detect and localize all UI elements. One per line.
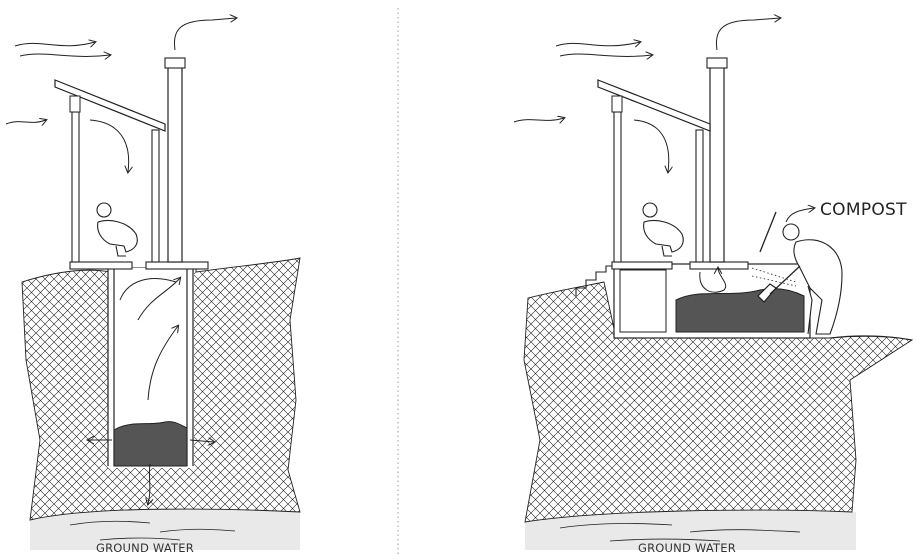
ground-water-label-left: GROUND WATER xyxy=(96,541,194,555)
user-figure-right xyxy=(643,203,683,256)
waste-left xyxy=(114,422,187,466)
waste-right xyxy=(676,289,804,332)
floor-slab-left-b xyxy=(146,262,208,269)
pit-latrine-panel xyxy=(6,18,300,550)
floor-slab-left-a xyxy=(70,262,132,269)
user-figure-left xyxy=(97,203,137,256)
composting-toilet-panel xyxy=(514,18,912,550)
compost-arrow xyxy=(786,208,814,222)
vent-pipe-right xyxy=(710,66,724,262)
vent-pipe-left xyxy=(168,66,182,262)
compost-label: COMPOST xyxy=(820,200,907,220)
ground-water-label-right: GROUND WATER xyxy=(638,541,736,555)
